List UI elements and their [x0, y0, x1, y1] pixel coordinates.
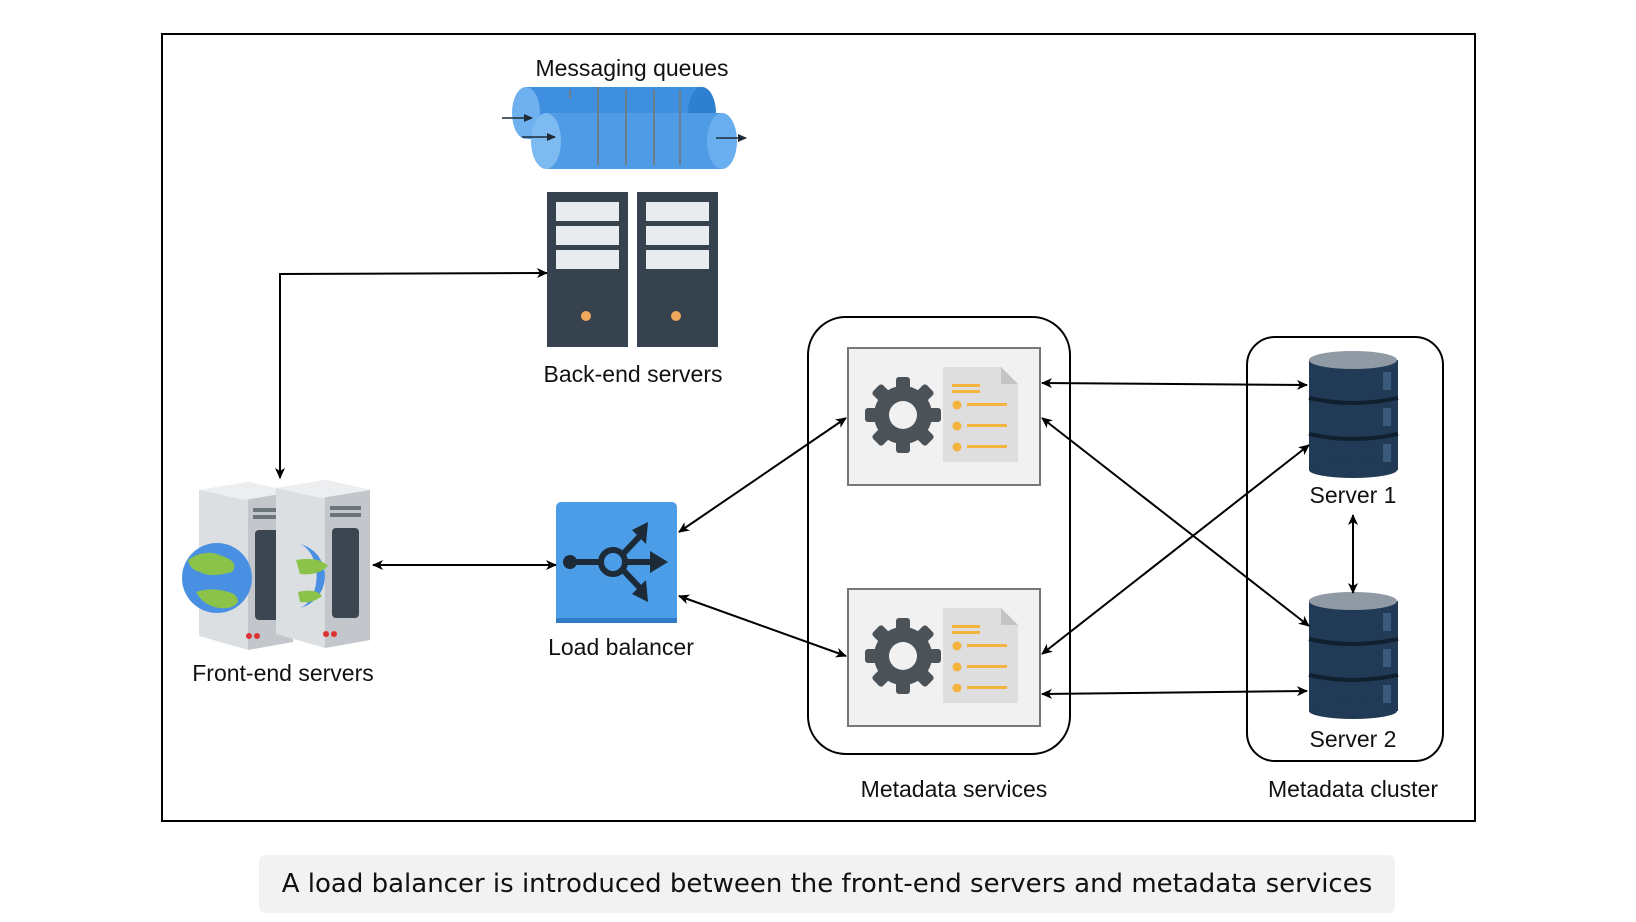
label-server-2: Server 2: [1310, 726, 1397, 752]
web-server-icon: [182, 480, 370, 650]
caption-box: A load balancer is introduced between th…: [259, 855, 1395, 913]
arrow-loadbalancer-service1: [678, 417, 847, 533]
arrow-loadbalancer-service2: [678, 594, 847, 658]
arrow-service1-server1: [1041, 378, 1308, 390]
database-icon: [1308, 351, 1399, 478]
gear-icon: [865, 618, 941, 694]
arrow-service2-server1: [1041, 444, 1310, 655]
diagram-frame: [161, 33, 1476, 822]
database-icon: [1308, 592, 1399, 719]
label-server-1: Server 1: [1310, 482, 1397, 508]
server-rack-icon: [547, 192, 718, 347]
document-list-icon: [943, 367, 1018, 462]
arrow-backend-frontend: [275, 268, 548, 479]
label-metadata-services: Metadata services: [861, 776, 1048, 802]
gear-icon: [865, 377, 941, 453]
label-front-end-servers: Front-end servers: [192, 660, 374, 686]
metadata-service-2: [847, 588, 1041, 727]
document-list-icon: [943, 608, 1018, 703]
label-metadata-cluster: Metadata cluster: [1268, 776, 1438, 802]
label-load-balancer: Load balancer: [548, 634, 694, 660]
arrow-service2-server2: [1041, 686, 1308, 699]
caption-text: A load balancer is introduced between th…: [281, 869, 1373, 899]
load-balancer-icon: [556, 502, 677, 623]
label-back-end-servers: Back-end servers: [544, 361, 723, 387]
arrow-service1-server2: [1041, 417, 1310, 627]
metadata-service-1: [847, 347, 1041, 486]
connectors: [275, 268, 1358, 699]
label-messaging-queues: Messaging queues: [535, 55, 728, 81]
queue-icon: [502, 87, 747, 169]
